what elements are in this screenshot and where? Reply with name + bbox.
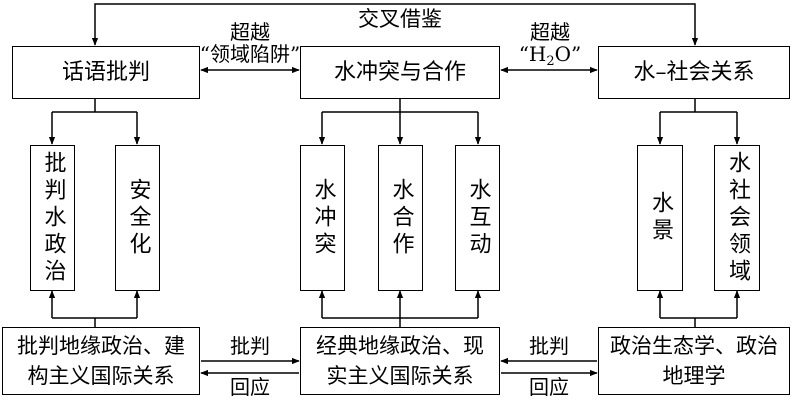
securitization-box: 安全化 — [115, 145, 160, 291]
water-interaction-label: 水互动 — [465, 177, 491, 259]
h2o-label: “H2O” — [490, 42, 610, 68]
cross-reference-arrow — [91, 3, 699, 46]
beyond-label-right: 超越 — [530, 20, 570, 44]
h2o-subscript: 2 — [546, 54, 555, 69]
critical-hydropolitics-box: 批判水政治 — [30, 145, 75, 291]
waterscape-label: 水景 — [648, 191, 673, 245]
classical-geopolitics-box: 经典地缘政治、现 实主义国际关系 — [300, 327, 500, 395]
left-bottom-branch — [48, 290, 141, 327]
right-response-label: 回应 — [529, 375, 569, 399]
securitization-label: 安全化 — [125, 177, 151, 259]
water-cooperation-label: 水合作 — [388, 177, 414, 259]
water-conflict-cooperation-title: 水冲突与合作 — [333, 59, 466, 85]
political-ecology-line-1: 政治生态学、政治 — [610, 334, 778, 358]
water-society-relation-box: 水–社会关系 — [598, 46, 790, 99]
h2o-suffix: O” — [554, 42, 582, 66]
political-ecology-box: 政治生态学、政治 地理学 — [598, 327, 790, 395]
water-interaction-box: 水互动 — [455, 145, 500, 291]
critical-geopolitics-box: 批判地缘政治、建 构主义国际关系 — [2, 327, 200, 395]
hydrosocial-territory-label: 水社会领域 — [725, 150, 750, 286]
hydrosocial-territory-box: 水社会领域 — [714, 145, 760, 291]
beyond-label-left: 超越 — [230, 20, 270, 44]
political-ecology-line-2: 地理学 — [662, 364, 726, 388]
critical-hydropolitics-label: 批判水政治 — [40, 150, 66, 286]
water-conflict-box: 水冲突 — [300, 145, 345, 291]
discourse-critique-title: 话语批判 — [61, 59, 150, 85]
domain-trap-label: “领域陷阱” — [199, 42, 301, 66]
h2o-prefix: “H — [518, 42, 547, 66]
left-critique-label: 批判 — [230, 334, 270, 358]
water-society-relation-title: 水–社会关系 — [633, 59, 755, 85]
classical-geopolitics-line-1: 经典地缘政治、现 — [316, 334, 484, 358]
classical-geopolitics-line-2: 实主义国际关系 — [326, 364, 474, 388]
right-bottom-branch — [656, 290, 741, 327]
water-conflict-label: 水冲突 — [310, 177, 336, 259]
left-top-branch — [48, 99, 141, 145]
right-top-branch — [656, 99, 741, 145]
critical-geopolitics-line-2: 构主义国际关系 — [27, 364, 175, 388]
left-response-label: 回应 — [230, 375, 270, 399]
center-bottom-branch — [318, 290, 482, 327]
water-cooperation-box: 水合作 — [378, 145, 423, 291]
critical-geopolitics-line-1: 批判地缘政治、建 — [17, 334, 185, 358]
discourse-critique-box: 话语批判 — [12, 46, 200, 99]
right-critique-label: 批判 — [529, 334, 569, 358]
center-top-branch — [318, 99, 482, 145]
water-conflict-cooperation-box: 水冲突与合作 — [300, 46, 500, 99]
cross-reference-label: 交叉借鉴 — [358, 7, 442, 31]
waterscape-box: 水景 — [637, 145, 683, 291]
